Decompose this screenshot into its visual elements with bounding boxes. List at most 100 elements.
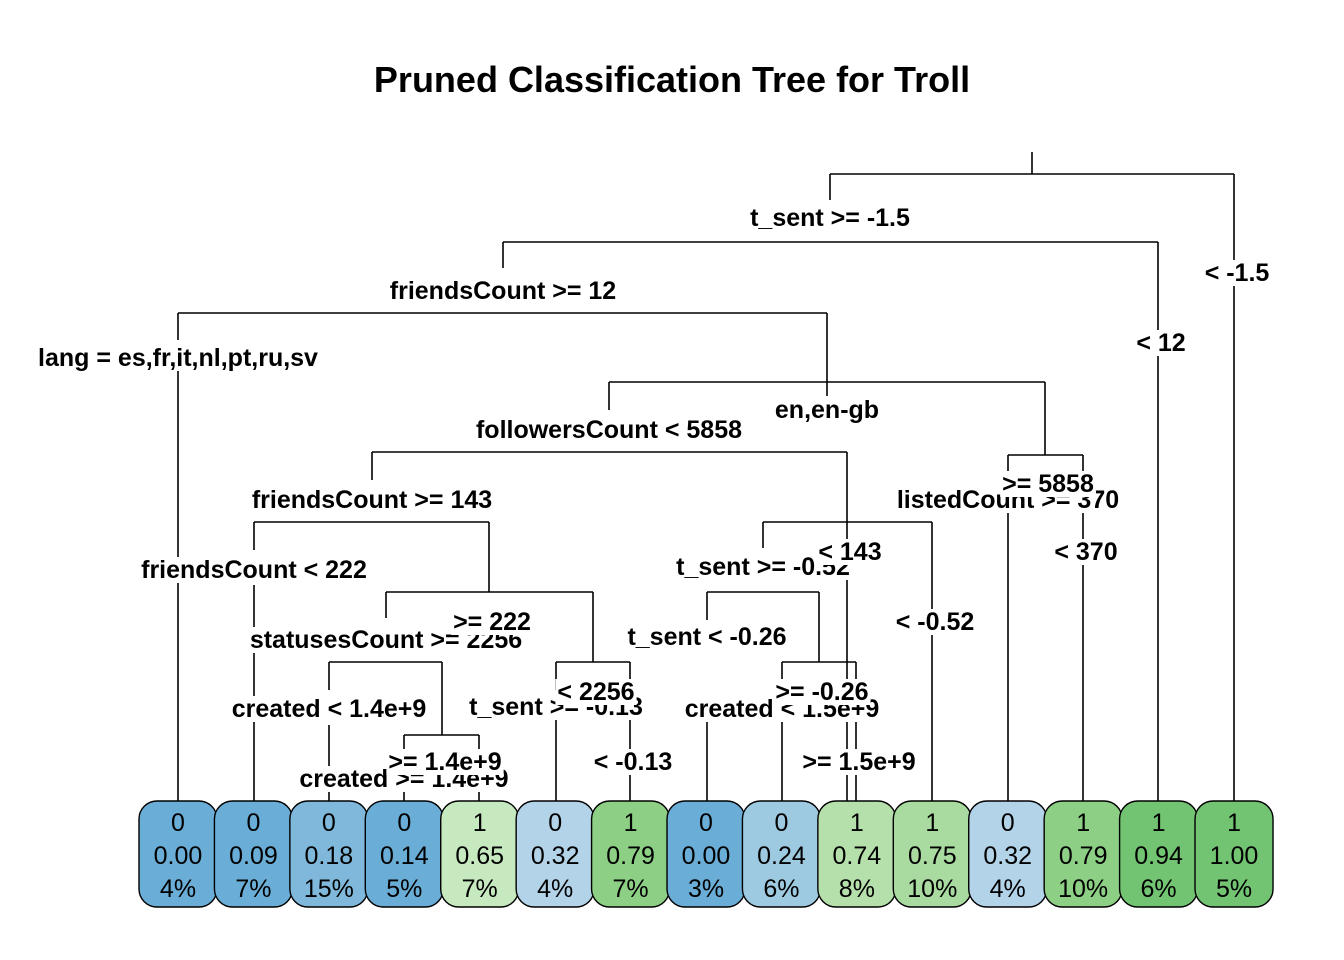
split-label: < 143 bbox=[818, 538, 881, 566]
leaf-class: 0 bbox=[774, 809, 788, 837]
leaf-node: 1 0.75 10% bbox=[892, 800, 972, 908]
leaf-percent: 10% bbox=[907, 875, 957, 903]
split-label-background bbox=[625, 624, 789, 650]
tree-leaves: 00.004%00.097%00.1815%00.145%10.657%00.3… bbox=[138, 800, 1274, 908]
leaf-node: 1 0.79 7% bbox=[590, 800, 671, 908]
split-label-background bbox=[139, 557, 369, 583]
split-label: >= 222 bbox=[453, 608, 531, 636]
leaf-node: 1 0.79 10% bbox=[1043, 800, 1123, 908]
leaf-probability: 0.24 bbox=[757, 842, 806, 870]
leaf-class: 0 bbox=[1001, 809, 1015, 837]
leaf-probability: 0.09 bbox=[229, 842, 278, 870]
leaf-node: 0 0.14 5% bbox=[364, 800, 444, 908]
leaf-probability: 0.79 bbox=[1059, 842, 1108, 870]
leaf-percent: 4% bbox=[160, 875, 196, 903]
leaf-probability: 0.00 bbox=[682, 842, 731, 870]
leaf-class: 0 bbox=[548, 809, 562, 837]
leaf-node: 1 0.65 7% bbox=[440, 800, 520, 908]
split-label: followersCount < 5858 bbox=[476, 416, 742, 444]
leaf-class: 0 bbox=[171, 809, 185, 837]
leaf-percent: 8% bbox=[839, 875, 875, 903]
leaf-probability: 0.32 bbox=[531, 842, 580, 870]
split-label: t_sent >= -1.5 bbox=[750, 204, 910, 232]
leaf-percent: 3% bbox=[688, 875, 724, 903]
leaf-probability: 1.00 bbox=[1210, 842, 1259, 870]
leaf-class: 1 bbox=[850, 809, 864, 837]
split-label-background bbox=[893, 609, 977, 635]
leaf-percent: 6% bbox=[1141, 875, 1177, 903]
leaf-percent: 7% bbox=[235, 875, 271, 903]
leaf-percent: 7% bbox=[462, 875, 498, 903]
split-label: friendsCount >= 143 bbox=[252, 486, 492, 514]
leaf-class: 1 bbox=[473, 809, 487, 837]
split-label: created < 1.4e+9 bbox=[232, 695, 427, 723]
split-label: friendsCount >= 12 bbox=[390, 277, 616, 305]
split-label-background bbox=[386, 749, 504, 775]
split-label-background bbox=[473, 417, 745, 443]
split-label-background bbox=[591, 749, 675, 775]
split-label-background bbox=[1134, 330, 1188, 356]
split-label: t_sent < -0.26 bbox=[627, 623, 786, 651]
split-label: < 12 bbox=[1136, 329, 1185, 357]
split-label-background bbox=[816, 539, 884, 565]
leaf-node: 0 0.09 7% bbox=[213, 800, 294, 908]
leaf-class: 1 bbox=[925, 809, 939, 837]
leaf-probability: 0.00 bbox=[154, 842, 203, 870]
leaf-percent: 10% bbox=[1058, 875, 1108, 903]
leaf-class: 1 bbox=[1076, 809, 1090, 837]
leaf-class: 0 bbox=[699, 809, 713, 837]
leaf-probability: 0.75 bbox=[908, 842, 957, 870]
leaf-node: 1 0.74 8% bbox=[817, 800, 897, 908]
leaf-node: 1 1.00 5% bbox=[1194, 800, 1274, 908]
leaf-percent: 7% bbox=[613, 875, 649, 903]
split-label: >= 1.4e+9 bbox=[388, 748, 501, 776]
split-label: < -0.13 bbox=[594, 748, 673, 776]
leaf-class: 0 bbox=[397, 809, 411, 837]
leaf-class: 1 bbox=[624, 809, 638, 837]
leaf-node: 0 0.00 3% bbox=[666, 800, 746, 908]
split-label-background bbox=[229, 696, 429, 722]
leaf-percent: 5% bbox=[1216, 875, 1252, 903]
split-label-background bbox=[773, 679, 871, 705]
leaf-percent: 4% bbox=[537, 875, 573, 903]
leaf-class: 0 bbox=[246, 809, 260, 837]
leaf-box bbox=[1194, 800, 1274, 908]
split-label: < 2256 bbox=[557, 678, 634, 706]
split-label: < 370 bbox=[1054, 538, 1117, 566]
split-label-background bbox=[1000, 471, 1096, 497]
leaf-probability: 0.32 bbox=[983, 842, 1032, 870]
split-label-background bbox=[555, 679, 637, 705]
split-label: >= 1.5e+9 bbox=[802, 748, 915, 776]
leaf-probability: 0.79 bbox=[606, 842, 655, 870]
leaf-probability: 0.18 bbox=[305, 842, 354, 870]
leaf-node: 0 0.24 6% bbox=[741, 800, 822, 908]
leaf-percent: 6% bbox=[763, 875, 799, 903]
leaf-node: 0 0.00 4% bbox=[138, 800, 218, 908]
leaf-percent: 4% bbox=[990, 875, 1026, 903]
split-label-background bbox=[772, 397, 882, 423]
split-label-background bbox=[249, 487, 495, 513]
split-label-background bbox=[748, 205, 912, 231]
split-label-background bbox=[800, 749, 918, 775]
tree-edges bbox=[177, 152, 1235, 808]
split-label: >= -0.26 bbox=[775, 678, 868, 706]
split-label: en,en-gb bbox=[775, 396, 879, 424]
leaf-percent: 5% bbox=[386, 875, 422, 903]
leaf-probability: 0.74 bbox=[833, 842, 882, 870]
split-label-background bbox=[451, 609, 533, 635]
split-label: lang = es,fr,it,nl,pt,ru,sv bbox=[38, 344, 318, 372]
leaf-probability: 0.14 bbox=[380, 842, 429, 870]
split-label-background bbox=[1052, 539, 1120, 565]
leaf-class: 1 bbox=[1227, 809, 1241, 837]
leaf-class: 1 bbox=[1152, 809, 1166, 837]
leaf-node: 10.946% bbox=[1118, 800, 1199, 908]
chart-title: Pruned Classification Tree for Troll bbox=[374, 59, 970, 100]
leaf-percent: 15% bbox=[304, 875, 354, 903]
split-label: friendsCount < 222 bbox=[141, 556, 367, 584]
split-label-background bbox=[36, 345, 321, 371]
split-label: >= 5858 bbox=[1002, 470, 1094, 498]
leaf-probability: 0.65 bbox=[455, 842, 504, 870]
